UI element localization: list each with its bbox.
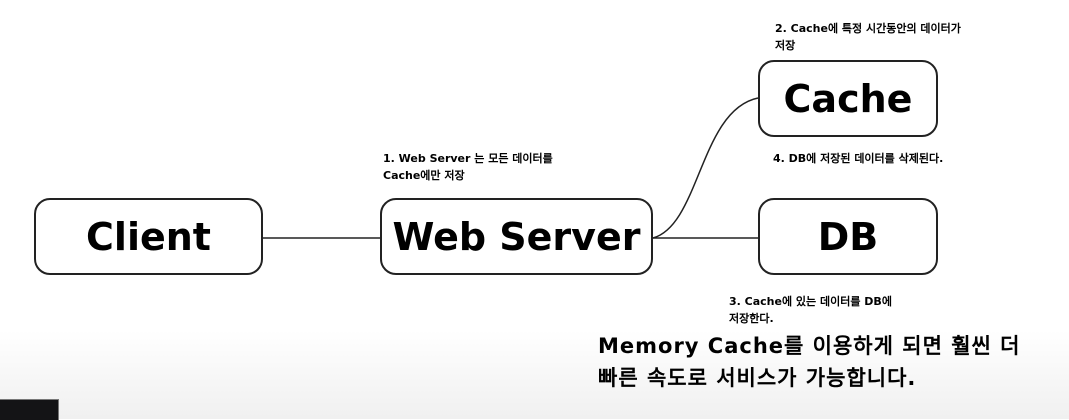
edge-webserver-cache	[652, 97, 759, 239]
note-step3: 3. Cache에 있는 데이터를 DB에 저장한다.	[729, 295, 892, 325]
node-db[interactable]: DB	[758, 198, 938, 275]
note-step4: 4. DB에 저장된 데이터를 삭제된다.	[773, 152, 944, 165]
node-client[interactable]: Client	[34, 198, 263, 275]
node-web-server[interactable]: Web Server	[380, 198, 653, 275]
node-cache[interactable]: Cache	[758, 60, 938, 137]
subtitle-caption: Memory Cache를 이용하게 되면 훨씬 더 빠른 속도로 서비스가 가…	[598, 334, 1021, 390]
note-step2: 2. Cache에 특정 시간동안의 데이터가 저장	[775, 22, 961, 52]
note-step1: 1. Web Server 는 모든 데이터를 Cache에만 저장	[383, 152, 553, 182]
video-thumbnail-corner	[0, 399, 59, 420]
